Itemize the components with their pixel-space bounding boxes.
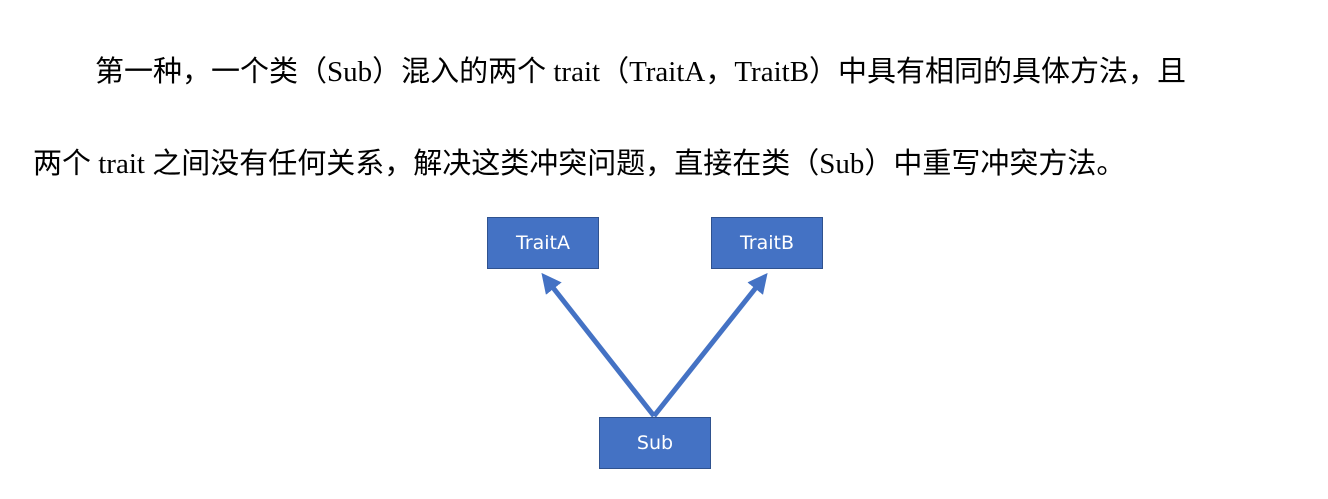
node-traitb: TraitB: [711, 217, 823, 269]
node-traita: TraitA: [487, 217, 599, 269]
node-label: Sub: [636, 432, 674, 454]
node-sub: Sub: [599, 417, 711, 469]
arrow-sub-to-traita: [541, 272, 656, 418]
paragraph-line-2: 两个 trait 之间没有任何关系，解决这类冲突问题，直接在类（Sub）中重写冲…: [33, 148, 1126, 180]
arrow-sub-to-traitb: [652, 272, 768, 418]
node-label: TraitB: [739, 232, 795, 254]
paragraph-line-1: 第一种，一个类（Sub）混入的两个 trait（TraitA，TraitB）中具…: [95, 56, 1187, 88]
node-label: TraitA: [516, 232, 570, 254]
